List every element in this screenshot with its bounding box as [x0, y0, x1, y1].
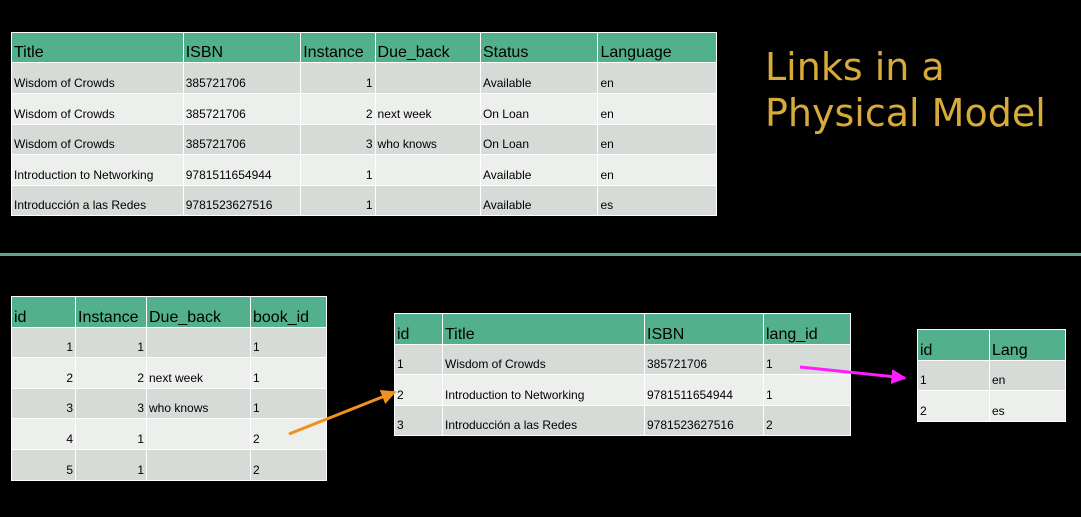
- table-cell: 4: [11, 418, 76, 450]
- table-row: 2 Introduction to Networking 97815116549…: [394, 374, 851, 406]
- column-header: book_id: [250, 296, 327, 328]
- table-cell: 3: [300, 124, 376, 155]
- table-cell: 385721706: [182, 93, 302, 125]
- table-cell: Introduction to Networking: [442, 374, 645, 406]
- table-row: 3 Introducción a las Redes 9781523627516…: [394, 405, 851, 436]
- table-cell: [146, 449, 251, 481]
- table-row: 1 Wisdom of Crowds 385721706 1: [394, 344, 851, 375]
- column-header: lang_id: [763, 313, 851, 345]
- table-cell: who knows: [146, 388, 251, 419]
- column-header: id: [917, 329, 990, 361]
- column-header: Lang: [989, 329, 1066, 361]
- table-cell: es: [597, 185, 717, 216]
- table-row: 3 3 who knows 1: [11, 388, 327, 419]
- table-cell: 1: [11, 327, 76, 358]
- table-cell: Available: [479, 62, 599, 94]
- table-cell: Available: [479, 185, 599, 216]
- table-header-row: id Lang: [917, 329, 1066, 361]
- table-header-row: Title ISBN Instance Due_back Status Lang…: [11, 32, 717, 63]
- column-header: Status: [479, 32, 599, 63]
- slide-title-line: Links in a: [765, 45, 945, 89]
- table-cell: 2: [250, 449, 327, 481]
- table-cell: 1: [300, 154, 376, 186]
- table-row: 2 es: [917, 390, 1066, 422]
- table-cell: Introducción a las Redes: [442, 405, 645, 436]
- table-cell: 2: [75, 357, 147, 389]
- table-cell: 1: [300, 62, 376, 94]
- table-cell: On Loan: [479, 124, 599, 155]
- lang-id-link-arrow: [799, 365, 907, 385]
- instances-table: id Instance Due_back book_id 1 1 1 2 2 n…: [11, 296, 327, 481]
- table-row: 5 1 2: [11, 449, 327, 481]
- table-cell: Wisdom of Crowds: [11, 62, 184, 94]
- table-cell: 3: [394, 405, 443, 436]
- table-row: Introducción a las Redes 9781523627516 1…: [11, 185, 717, 216]
- table-cell: 9781523627516: [182, 185, 302, 216]
- table-cell: 385721706: [182, 62, 302, 94]
- table-cell: 3: [75, 388, 147, 419]
- table-cell: 9781511654944: [644, 374, 764, 406]
- table-cell: [374, 154, 481, 186]
- table-cell: Introducción a las Redes: [11, 185, 184, 216]
- table-header-row: id Instance Due_back book_id: [11, 296, 327, 328]
- table-row: Introduction to Networking 9781511654944…: [11, 154, 717, 186]
- languages-table: id Lang 1 en 2 es: [917, 329, 1066, 422]
- table-cell: [146, 418, 251, 450]
- column-header: Due_back: [374, 32, 481, 63]
- table-cell: 1: [917, 360, 990, 391]
- table-cell: 1: [300, 185, 376, 216]
- section-divider: [0, 253, 1081, 256]
- table-cell: 2: [394, 374, 443, 406]
- table-cell: 1: [75, 327, 147, 358]
- table-cell: 9781511654944: [182, 154, 302, 186]
- table-cell: Available: [479, 154, 599, 186]
- column-header: Instance: [75, 296, 147, 328]
- table-cell: 2: [763, 405, 851, 436]
- table-row: 2 2 next week 1: [11, 357, 327, 389]
- column-header: Title: [11, 32, 184, 63]
- table-cell: 1: [250, 327, 327, 358]
- table-cell: Wisdom of Crowds: [442, 344, 645, 375]
- books-table: id Title ISBN lang_id 1 Wisdom of Crowds…: [394, 313, 851, 436]
- table-cell: 1: [250, 388, 327, 419]
- denormalized-table: Title ISBN Instance Due_back Status Lang…: [11, 32, 717, 216]
- table-cell: 2: [11, 357, 76, 389]
- table-cell: 1: [75, 449, 147, 481]
- table-cell: Introduction to Networking: [11, 154, 184, 186]
- table-row: 1 1 1: [11, 327, 327, 358]
- table-cell: next week: [146, 357, 251, 389]
- column-header: ISBN: [644, 313, 764, 345]
- table-row: 1 en: [917, 360, 1066, 391]
- table-cell: es: [989, 390, 1066, 422]
- table-header-row: id Title ISBN lang_id: [394, 313, 851, 345]
- table-cell: en: [597, 62, 717, 94]
- table-cell: 1: [250, 357, 327, 389]
- table-cell: 1: [394, 344, 443, 375]
- book-id-link-arrow: [288, 390, 397, 436]
- table-cell: en: [989, 360, 1066, 391]
- slide-title: Links in a Physical Model: [765, 44, 1046, 136]
- table-cell: 385721706: [182, 124, 302, 155]
- column-header: Language: [597, 32, 717, 63]
- table-cell: who knows: [374, 124, 481, 155]
- table-cell: 1: [763, 374, 851, 406]
- table-cell: 9781523627516: [644, 405, 764, 436]
- slide-title-line: Physical Model: [765, 91, 1046, 135]
- table-cell: 2: [917, 390, 990, 422]
- table-cell: [374, 185, 481, 216]
- table-cell: next week: [374, 93, 481, 125]
- table-cell: 385721706: [644, 344, 764, 375]
- table-cell: 3: [11, 388, 76, 419]
- column-header: Due_back: [146, 296, 251, 328]
- column-header: Title: [442, 313, 645, 345]
